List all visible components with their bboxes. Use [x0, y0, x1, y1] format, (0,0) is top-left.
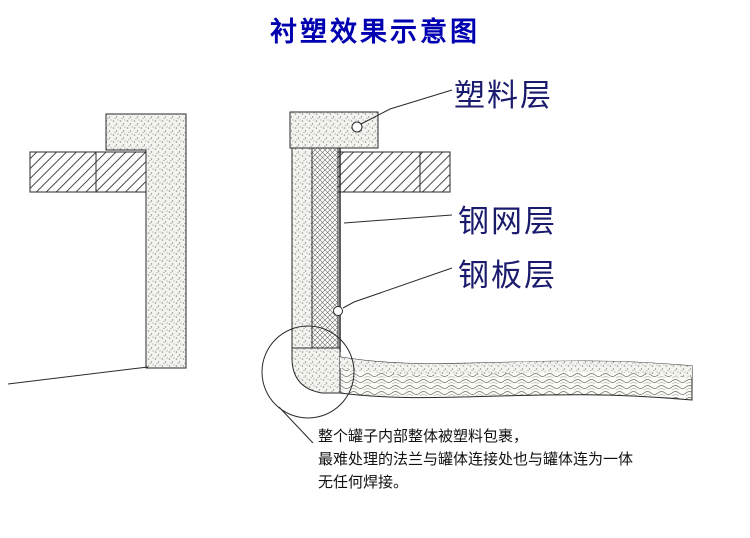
- left-flange: [29, 151, 147, 193]
- callouts: [278, 89, 453, 444]
- right-wall-section: [261, 111, 693, 419]
- leader-line-plastic: [360, 89, 453, 125]
- corner-highlight-circle: [261, 325, 355, 419]
- label-steel-mesh-layer: 钢网层: [458, 204, 557, 239]
- page-title: 衬塑效果示意图: [270, 17, 480, 47]
- column-plastic-outer: [291, 147, 313, 349]
- annotation-line-1: 整个罐子内部整体被塑料包裹，: [318, 429, 529, 445]
- annotation-line-3: 无任何焊接。: [318, 475, 409, 491]
- plastic-cap: [289, 111, 379, 149]
- annotation-note: 整个罐子内部整体被塑料包裹， 最难处理的法兰与罐体连接处也与罐体连为一体 无任何…: [318, 426, 633, 495]
- label-steel-plate-layer: 钢板层: [458, 258, 557, 293]
- column-steel-mesh: [311, 147, 339, 349]
- left-plastic-wall: [105, 113, 187, 369]
- leader-line-annotation: [278, 406, 314, 444]
- ground-break-line: [7, 366, 149, 385]
- tank-bottom-plastic: [340, 357, 692, 377]
- leader-line-mesh: [343, 214, 453, 224]
- corner-plastic: [291, 347, 341, 394]
- label-plastic-layer: 塑料层: [454, 78, 553, 113]
- target-circle-plate: [333, 306, 343, 316]
- left-wall-section: [7, 113, 187, 385]
- leader-line-plate: [342, 267, 453, 309]
- target-circle-plastic: [351, 121, 363, 133]
- annotation-line-2: 最难处理的法兰与罐体连接处也与罐体连为一体: [318, 452, 634, 468]
- right-flange: [337, 151, 451, 193]
